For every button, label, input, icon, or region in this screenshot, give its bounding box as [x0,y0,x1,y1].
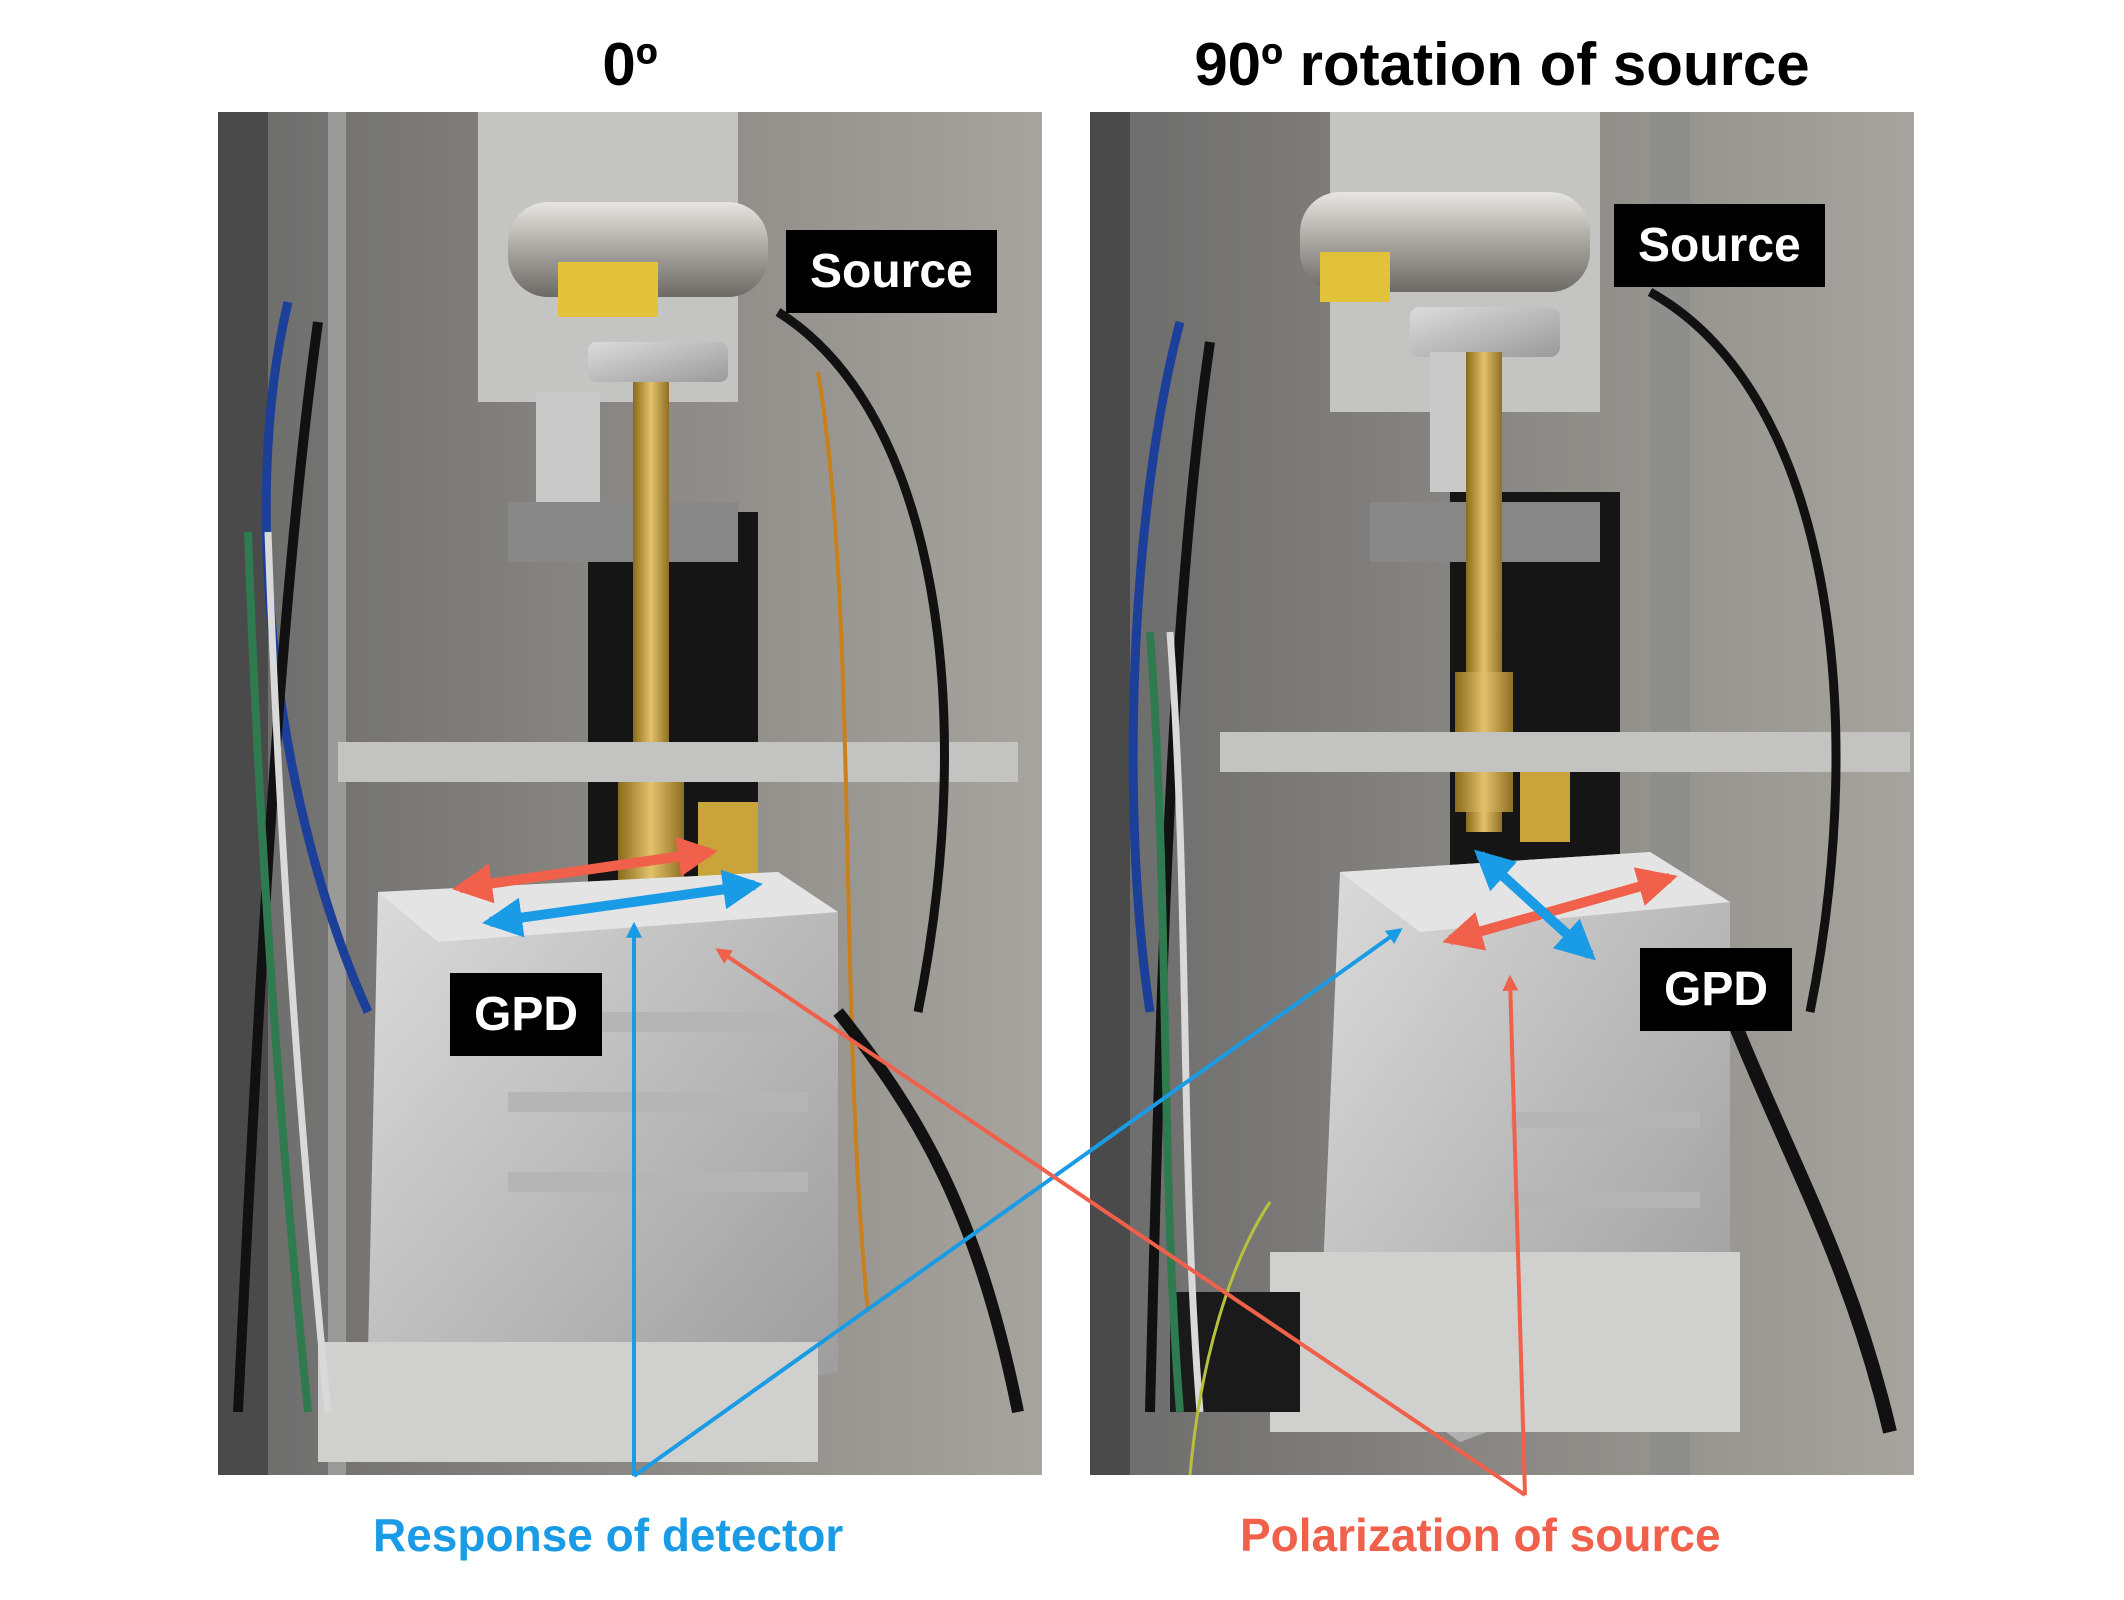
photo-setup-90-degrees [1090,112,1914,1475]
source-label-left: Source [786,230,997,313]
caption-polarization-of-source: Polarization of source [1240,1509,1721,1561]
caption-response-of-detector: Response of detector [373,1509,844,1561]
gpd-label-left: GPD [450,973,603,1056]
title-0-degrees: 0º [602,31,658,98]
photo-illustration-right [1090,112,1914,1475]
title-90-degree-rotation: 90º rotation of source [1194,31,1810,98]
source-label-right: Source [1614,204,1825,287]
gpd-label-right: GPD [1640,948,1793,1031]
photo-setup-0-degrees [218,112,1042,1475]
photo-illustration-left [218,112,1042,1475]
